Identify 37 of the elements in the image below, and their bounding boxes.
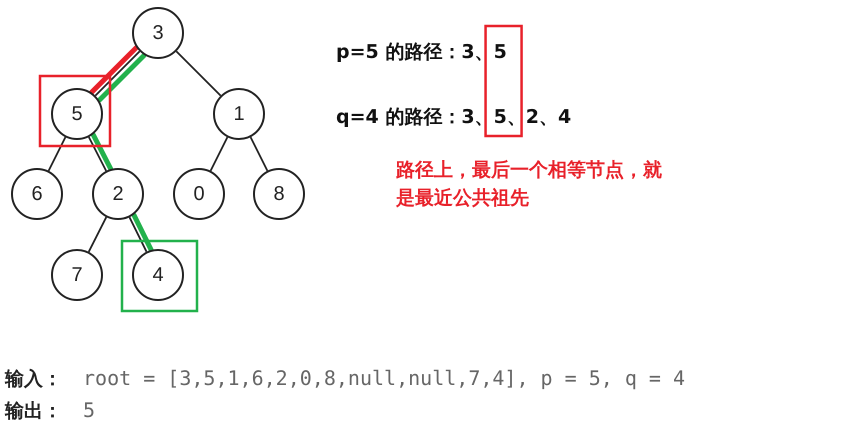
tree-edge	[94, 50, 140, 96]
node-value: 8	[273, 182, 285, 206]
node-value: 7	[71, 264, 83, 286]
tree-node-circle	[92, 168, 144, 220]
tree-node-circle	[253, 168, 305, 220]
tree-edge	[88, 136, 107, 172]
path-text: p=5 的路径：3、5	[336, 40, 507, 65]
tree-edge	[128, 216, 148, 252]
node-value: 5	[71, 102, 83, 126]
path-highlight	[89, 45, 139, 95]
node-value: 4	[152, 264, 164, 286]
tree-edge	[210, 136, 228, 172]
path-highlight	[132, 212, 154, 252]
output-value: 5	[83, 398, 96, 422]
tree-node-circle	[132, 7, 184, 59]
path-highlight	[90, 132, 114, 172]
tree-node-circle	[51, 88, 103, 140]
path-highlight	[97, 53, 146, 102]
tree-edge	[176, 50, 222, 96]
tree-edge	[250, 136, 268, 172]
tree-node-circle	[173, 168, 225, 220]
tree-node-circle	[132, 249, 184, 301]
path-text: q=4 的路径：3、5、2、4	[336, 105, 572, 130]
node-value: 3	[152, 22, 164, 44]
tree-node-circle	[213, 88, 265, 140]
tree-node-circle	[11, 168, 63, 220]
node-value: 0	[193, 182, 205, 206]
field-label: 输入：	[5, 367, 62, 392]
tree-edge	[48, 136, 66, 172]
node-value: 6	[31, 182, 43, 206]
tree-node-circle	[51, 249, 103, 301]
tree-edge	[88, 216, 108, 252]
node-value: 2	[112, 182, 124, 206]
field-label: 输出：	[5, 399, 62, 424]
node-value: 1	[233, 102, 245, 126]
input-value: root = [3,5,1,6,2,0,8,null,null,7,4], p = 5, q = 4	[83, 366, 686, 390]
note-text: 路径上，最后一个相等节点，就是最近公共祖先	[396, 158, 663, 211]
